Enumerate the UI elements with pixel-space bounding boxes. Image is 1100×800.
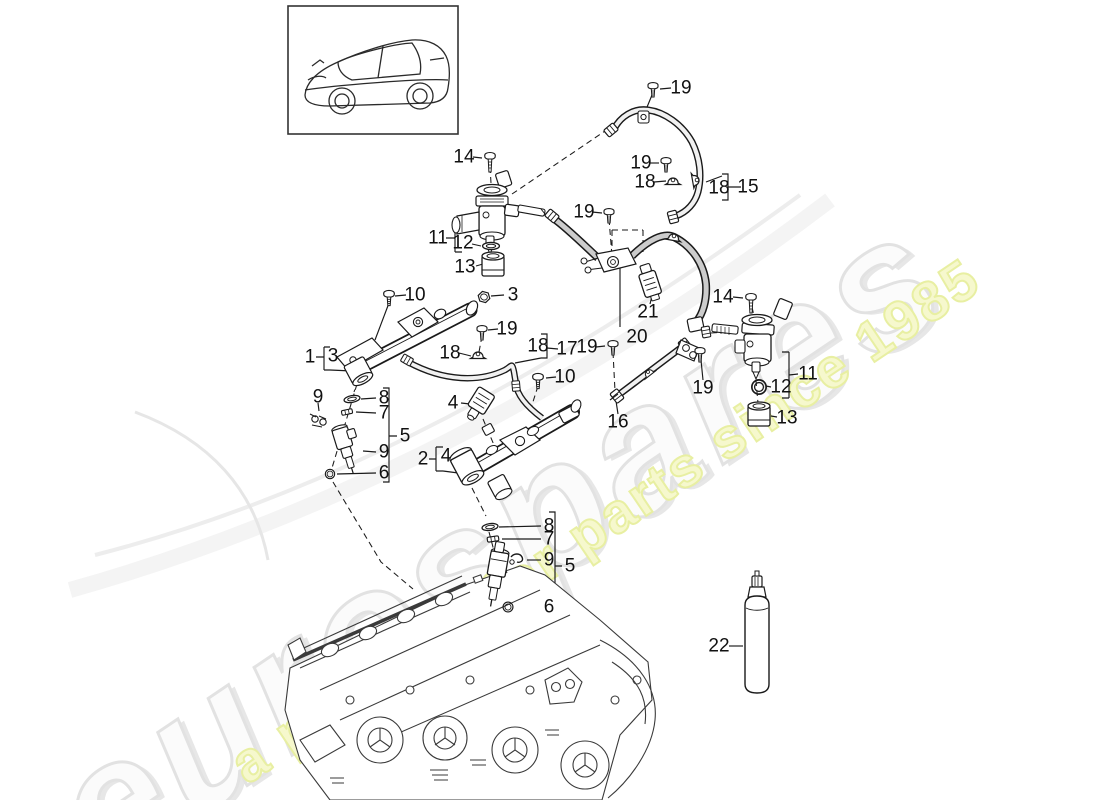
part-callout-11-23[interactable]: 11 — [798, 363, 818, 385]
engine-block-drawing — [284, 565, 656, 800]
screw-14-left — [484, 151, 496, 173]
part-callout-18-14[interactable]: 18 — [527, 335, 549, 357]
bushing-13-left — [481, 251, 505, 277]
screw-19-c — [603, 208, 615, 224]
part-callout-9-39[interactable]: 9 — [543, 549, 555, 571]
cleaner-bottle-22 — [744, 570, 770, 694]
screw-19-top — [647, 82, 659, 98]
part-callout-6-41[interactable]: 6 — [543, 596, 555, 618]
part-callout-21-21[interactable]: 21 — [637, 301, 659, 323]
part-callout-2-35[interactable]: 2 — [417, 448, 429, 470]
part-callout-5-40[interactable]: 5 — [564, 555, 576, 577]
cam-adjuster-circles — [356, 715, 610, 790]
part-callout-14-1[interactable]: 14 — [453, 146, 475, 168]
part-callout-10-19[interactable]: 10 — [554, 366, 576, 388]
part-callout-18-4[interactable]: 18 — [708, 177, 730, 199]
part-callout-18-3[interactable]: 18 — [634, 171, 656, 193]
part-callout-16-27[interactable]: 16 — [607, 411, 629, 433]
retaining-clip-9 — [509, 553, 524, 565]
injector-stack-bottom — [480, 521, 524, 613]
part-callout-19-6[interactable]: 19 — [573, 201, 595, 223]
injector-stack-left — [309, 393, 362, 480]
part-callout-8-37[interactable]: 8 — [543, 515, 555, 537]
part-callout-12-24[interactable]: 12 — [770, 376, 792, 398]
oring-12-left — [481, 241, 501, 251]
part-callout-4-36[interactable]: 4 — [440, 445, 452, 467]
screw-10-center — [532, 372, 544, 390]
fuel-rail-1 — [336, 300, 479, 387]
part-callout-9-32[interactable]: 9 — [378, 441, 390, 463]
screw-19-b — [660, 157, 672, 173]
fuel-rail-2 — [449, 399, 582, 501]
part-callout-10-10[interactable]: 10 — [404, 284, 426, 306]
bushing-13-right — [747, 401, 771, 427]
screw-19-e — [476, 325, 488, 341]
clamp-18-a — [664, 177, 682, 186]
part-callout-19-16[interactable]: 19 — [576, 336, 598, 358]
leader-lines — [316, 87, 799, 647]
part-callout-15-5[interactable]: 15 — [737, 176, 759, 198]
fuel-pump-right — [711, 298, 793, 381]
nut-3 — [476, 290, 492, 304]
part-callout-4-34[interactable]: 4 — [447, 392, 459, 414]
part-callout-19-2[interactable]: 19 — [630, 152, 652, 174]
sensor-4 — [467, 386, 495, 421]
part-callout-3-11[interactable]: 3 — [507, 284, 519, 306]
part-callout-6-33[interactable]: 6 — [378, 462, 390, 484]
part-callout-19-0[interactable]: 19 — [670, 77, 692, 99]
part-callout-7-38[interactable]: 7 — [543, 528, 555, 550]
screw-14-right — [745, 292, 757, 314]
screw-19-f — [607, 340, 619, 356]
fuel-line-16 — [609, 336, 700, 405]
retaining-part-9-left — [309, 413, 327, 428]
oring-12-right — [751, 379, 767, 395]
screw-10-left — [383, 289, 395, 307]
part-callout-14-20[interactable]: 14 — [712, 286, 734, 308]
fuel-line-15 — [602, 106, 704, 225]
part-callout-12-8[interactable]: 12 — [452, 232, 474, 254]
part-callout-9-28[interactable]: 9 — [312, 386, 324, 408]
part-callout-5-31[interactable]: 5 — [399, 425, 411, 447]
car-icon — [304, 39, 450, 115]
vehicle-thumbnail-box — [287, 5, 459, 135]
pressure-sensor-21 — [638, 263, 662, 302]
part-callout-3-18[interactable]: 3 — [327, 345, 339, 367]
part-callout-17-15[interactable]: 17 — [556, 338, 578, 360]
part-callout-18-13[interactable]: 18 — [439, 342, 461, 364]
part-callout-7-30[interactable]: 7 — [378, 402, 390, 424]
part-callout-13-26[interactable]: 13 — [776, 407, 798, 429]
part-callout-1-17[interactable]: 1 — [304, 346, 316, 368]
part-callout-19-12[interactable]: 19 — [496, 318, 518, 340]
part-callout-13-9[interactable]: 13 — [454, 256, 476, 278]
part-callout-22-42[interactable]: 22 — [708, 635, 730, 657]
part-callout-8-29[interactable]: 8 — [378, 387, 390, 409]
fuel-line-17 — [399, 353, 544, 421]
fuel-pump-left — [451, 170, 546, 256]
part-callout-11-7[interactable]: 11 — [428, 227, 448, 249]
part-callout-20-22[interactable]: 20 — [626, 326, 648, 348]
fuel-hose-20 — [543, 208, 712, 339]
clamp-18-b — [469, 351, 487, 360]
part-callout-19-25[interactable]: 19 — [692, 377, 714, 399]
